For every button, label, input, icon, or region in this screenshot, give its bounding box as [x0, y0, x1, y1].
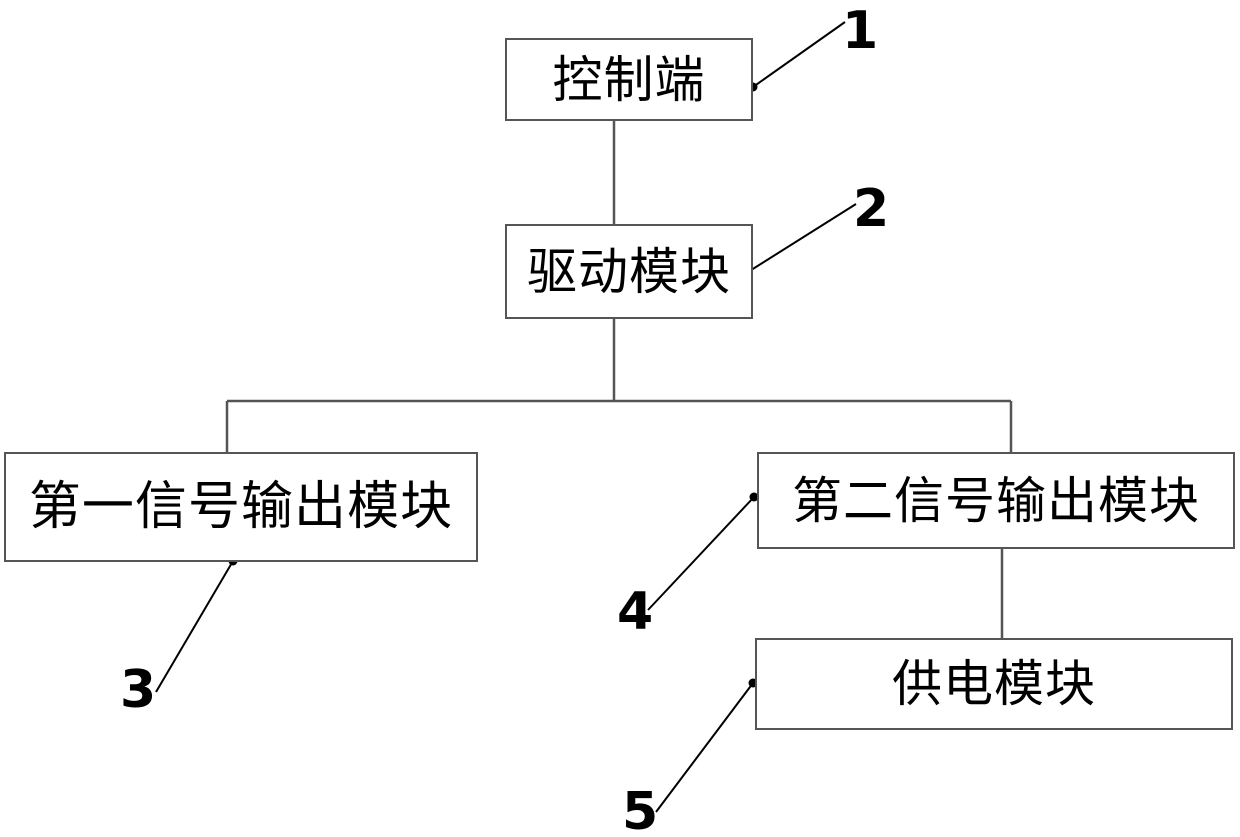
- block-label-power-supply-module: 供电模块: [892, 655, 1096, 713]
- leader-line-2: [747, 203, 857, 273]
- block-label-control-terminal: 控制端: [552, 50, 706, 109]
- leader-line-3: [155, 560, 234, 693]
- block-power-supply-module[interactable]: 供电模块: [755, 638, 1233, 730]
- leader-dot-4: [749, 492, 759, 502]
- reference-numeral-4: 4: [617, 582, 654, 642]
- reference-numeral-2: 2: [853, 179, 890, 239]
- reference-numeral-3: 3: [120, 660, 157, 720]
- block-label-second-signal-output-module: 第二信号输出模块: [792, 471, 1200, 530]
- block-second-signal-output-module[interactable]: 第二信号输出模块: [757, 452, 1235, 549]
- leader-line-1: [752, 21, 846, 88]
- leader-line-5: [655, 682, 754, 813]
- block-first-signal-output-module[interactable]: 第一信号输出模块: [4, 452, 478, 562]
- block-label-first-signal-output-module: 第一信号输出模块: [28, 477, 454, 537]
- block-label-drive-module: 驱动模块: [527, 242, 731, 301]
- leader-line-4: [647, 496, 755, 611]
- block-control-terminal[interactable]: 控制端: [505, 38, 753, 121]
- reference-numeral-1: 1: [842, 1, 879, 61]
- block-drive-module[interactable]: 驱动模块: [505, 224, 753, 319]
- reference-numeral-5: 5: [622, 782, 659, 837]
